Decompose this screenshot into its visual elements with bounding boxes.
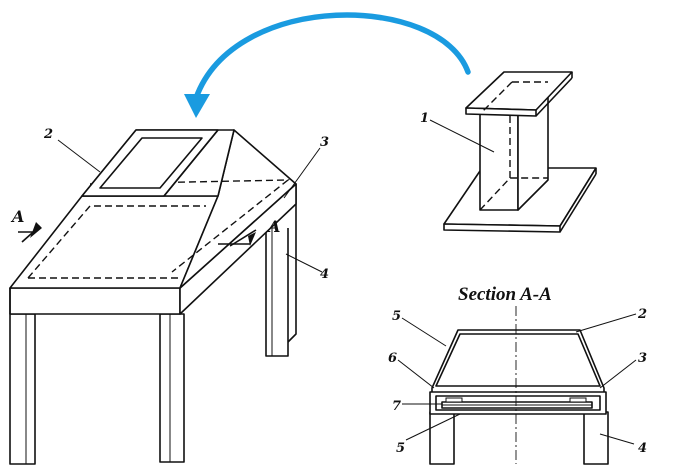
section-view: Section A-A 5 6 7 5 2 3 4 [388,284,647,465]
label-plate-bottom: 5 [396,441,405,456]
label-inner-layer: 7 [392,399,401,414]
label-hopper-edge-section: 3 [638,351,647,366]
label-top-frame-section: 2 [637,307,647,322]
top-frame [81,129,219,197]
table-assembly: A A 2 3 4 [9,127,329,465]
label-leg: 4 [320,267,329,282]
section-marker-left: A [10,207,24,226]
section-markers: A A [10,207,280,247]
label-plate-top: 5 [392,309,401,324]
table-top [9,183,297,315]
label-leg-section: 4 [638,441,647,456]
transfer-arrow [184,12,471,118]
section-marker-right: A [266,217,280,236]
label-hopper-edge: 3 [320,135,329,150]
beam-part: 1 [420,71,597,233]
label-side-wall: 6 [388,351,397,366]
label-beam: 1 [420,111,429,126]
label-top-frame: 2 [43,127,53,142]
table-legs [9,183,297,465]
section-title: Section A-A [458,284,552,305]
